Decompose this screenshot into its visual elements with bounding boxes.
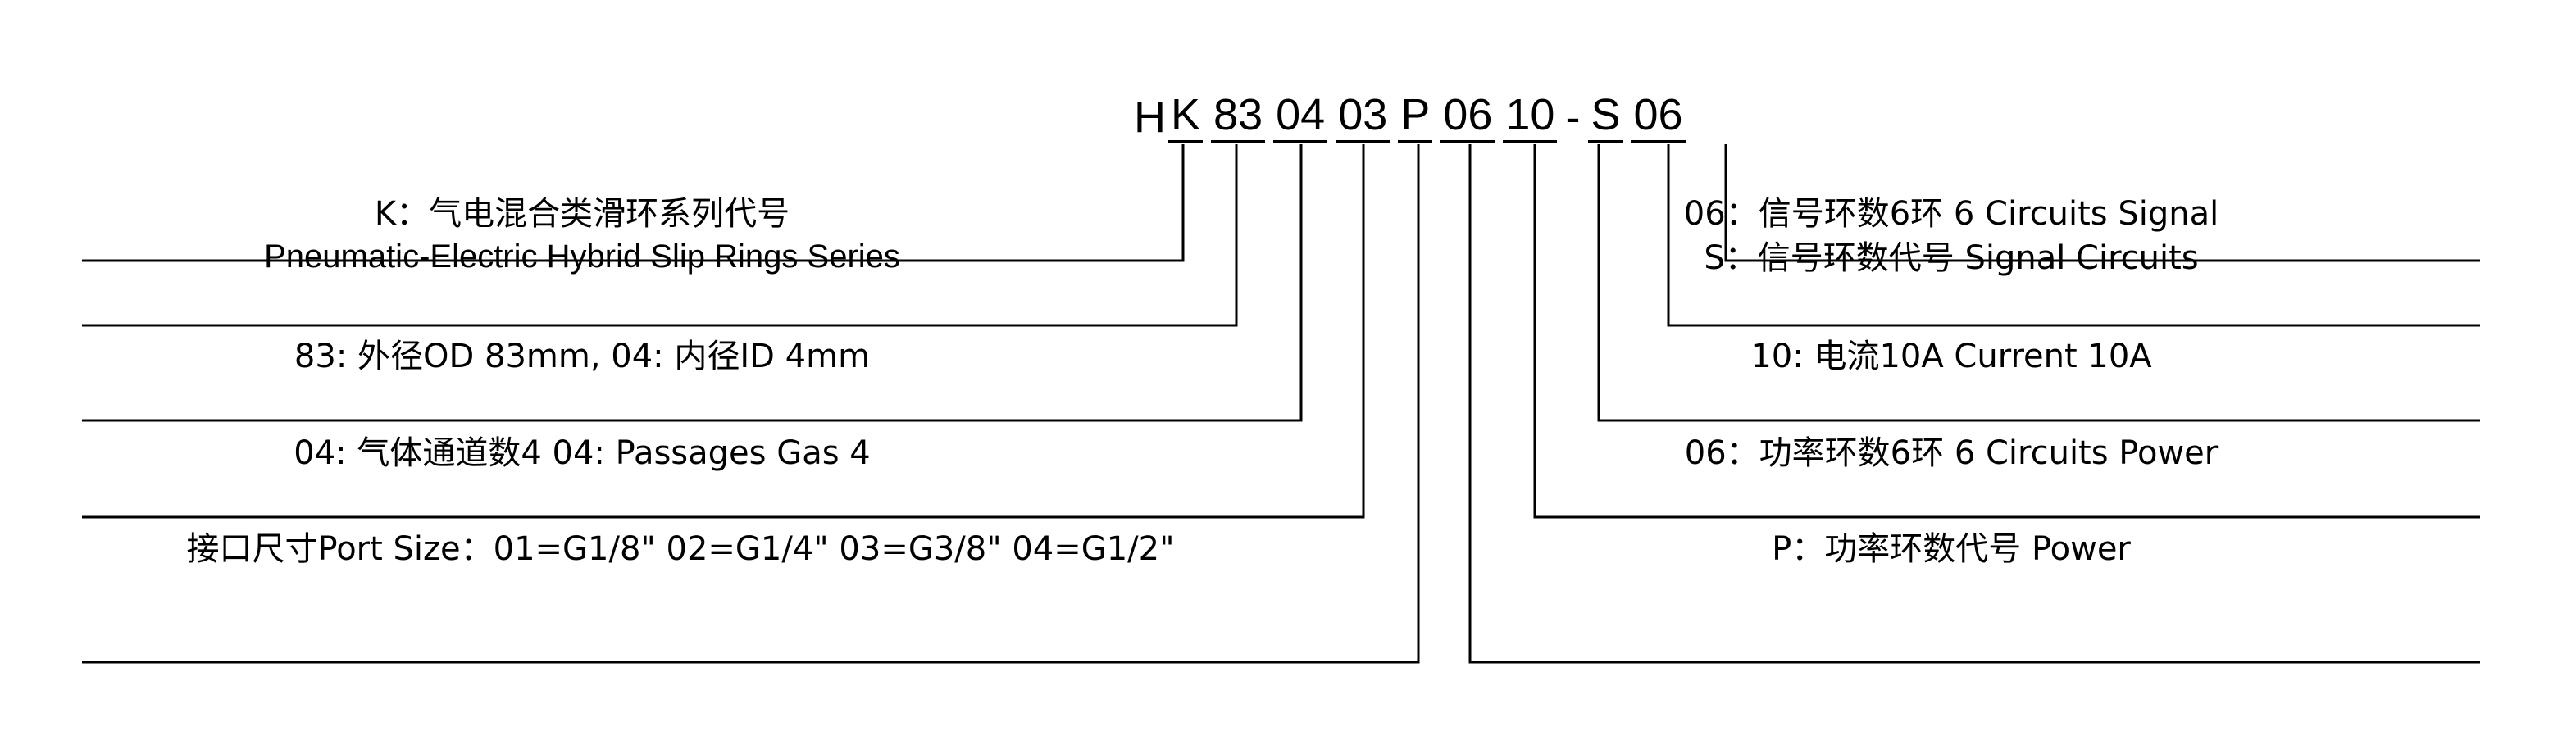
code-segment-gas: 03 bbox=[1336, 89, 1390, 143]
leader-signal-code bbox=[1667, 144, 2480, 327]
label-port-size: 接口尺寸Port Size：01=G1/8" 02=G1/4" 03=G3/8"… bbox=[186, 530, 1175, 568]
label-signal-circuits-value: 06：信号环数6环 6 Circuits Signal bbox=[1683, 195, 2219, 233]
label-signal-circuits-code: S：信号环数代号 Signal Circuits bbox=[1704, 239, 2199, 277]
part-number-code-row: H K 83 04 03 P 06 10 - S 06 bbox=[1131, 85, 1686, 143]
code-segment-power-prefix: P bbox=[1398, 89, 1433, 143]
leader-diameters bbox=[82, 144, 1238, 327]
code-segment-signal-count: 06 bbox=[1631, 89, 1686, 143]
code-segment-signal-prefix: S bbox=[1588, 89, 1623, 143]
code-segment-current: 10 bbox=[1503, 89, 1558, 143]
label-outer-inner-diameter: 83: 外径OD 83mm, 04: 内径ID 4mm bbox=[294, 338, 871, 375]
label-gas-passages: 04: 气体通道数4 04: Passages Gas 4 bbox=[294, 434, 871, 472]
label-power-circuits-code: P：功率环数代号 Power bbox=[1772, 530, 2131, 568]
code-segment-od: 83 bbox=[1211, 89, 1266, 143]
code-segment-id: 04 bbox=[1273, 89, 1328, 143]
label-series-code-cn: K：气电混合类滑环系列代号 bbox=[374, 195, 790, 233]
code-segment-power-count: 06 bbox=[1440, 89, 1495, 143]
label-power-circuits-value: 06：功率环数6环 6 Circuits Power bbox=[1684, 434, 2219, 472]
code-segment-separator: - bbox=[1565, 93, 1581, 142]
code-segment-h: H bbox=[1134, 93, 1166, 142]
leader-gas bbox=[82, 144, 1303, 422]
code-segment-k: K bbox=[1168, 89, 1204, 143]
label-current: 10: 电流10A Current 10A bbox=[1750, 338, 2152, 375]
label-series-code-en: Pneumatic-Electric Hybrid Slip Rings Ser… bbox=[264, 238, 900, 275]
leader-current bbox=[1597, 144, 2480, 422]
